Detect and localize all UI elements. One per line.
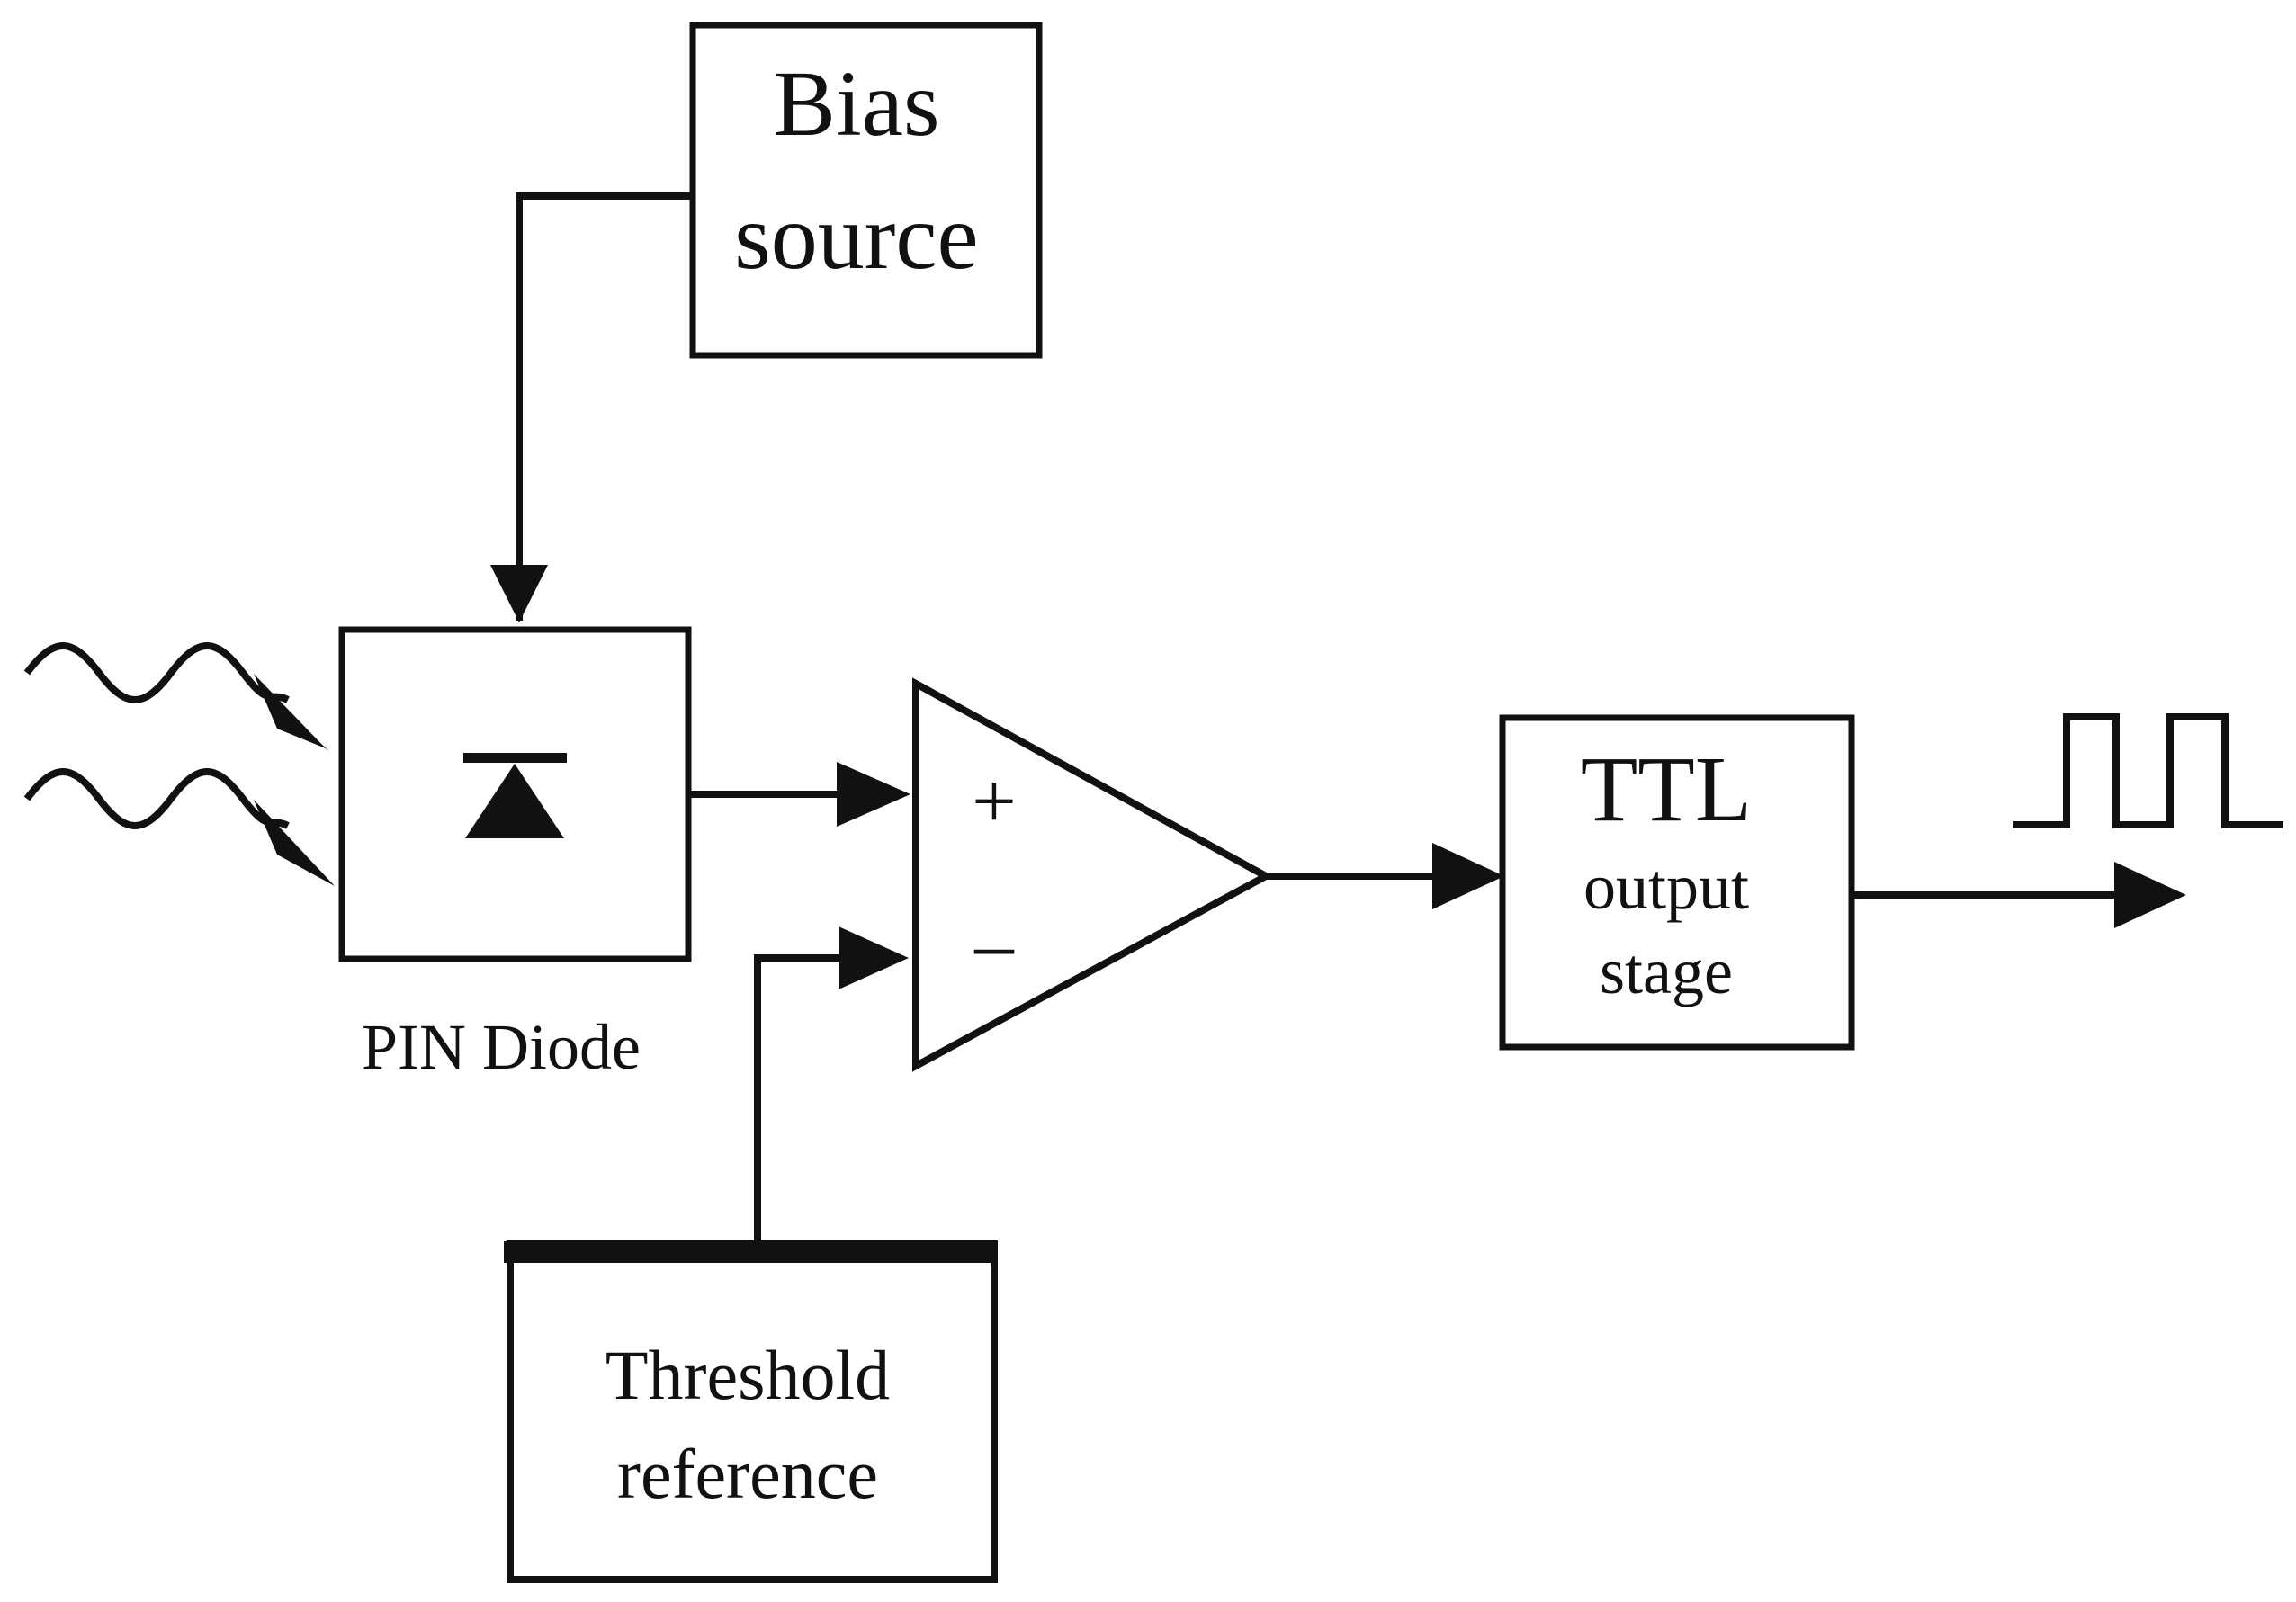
bias-source-label-line1: Bias <box>774 52 940 156</box>
threshold-reference-block: Threshold reference <box>504 1240 998 1583</box>
diode-to-comparator-arrowhead <box>837 762 910 827</box>
threshold-wire <box>754 954 855 1241</box>
ttl-box <box>1499 714 1855 1051</box>
ttl-label-line1: TTL <box>1581 738 1753 841</box>
bias-source-block: Bias source <box>689 22 1043 359</box>
light-ray-2 <box>23 768 290 829</box>
ttl-label-line2: output <box>1583 851 1749 923</box>
light-input-arrows <box>23 642 335 886</box>
comparator-triangle <box>912 677 1274 1072</box>
light-ray-1-arrowhead-fill <box>254 674 326 748</box>
threshold-label-line2: reference <box>617 1435 878 1513</box>
bias-wire <box>516 192 693 621</box>
diode-icon <box>463 753 567 838</box>
comparator-minus-label: − <box>970 903 1018 999</box>
pin-diode-block: PIN Diode <box>338 626 692 1083</box>
light-ray-2-arrowhead <box>254 800 335 886</box>
ttl-output-stage-block: TTL output stage <box>1499 714 1855 1051</box>
pin-diode-label: PIN Diode <box>362 1011 641 1083</box>
comparator-to-ttl-arrowhead <box>1432 843 1504 909</box>
comparator-plus-label: + <box>972 758 1017 846</box>
threshold-reference-top-bar <box>504 1241 994 1263</box>
comparator: + − <box>912 677 1274 1072</box>
threshold-arrowhead <box>839 926 909 989</box>
threshold-label-line1: Threshold <box>605 1336 890 1414</box>
pulse-train-icon <box>2013 713 2283 828</box>
bias-arrowhead <box>490 565 548 622</box>
output-arrowhead <box>2114 862 2186 928</box>
bias-source-label-line2: source <box>734 185 978 289</box>
ttl-label-line3: stage <box>1600 935 1733 1007</box>
bias-source-box <box>689 22 1043 359</box>
